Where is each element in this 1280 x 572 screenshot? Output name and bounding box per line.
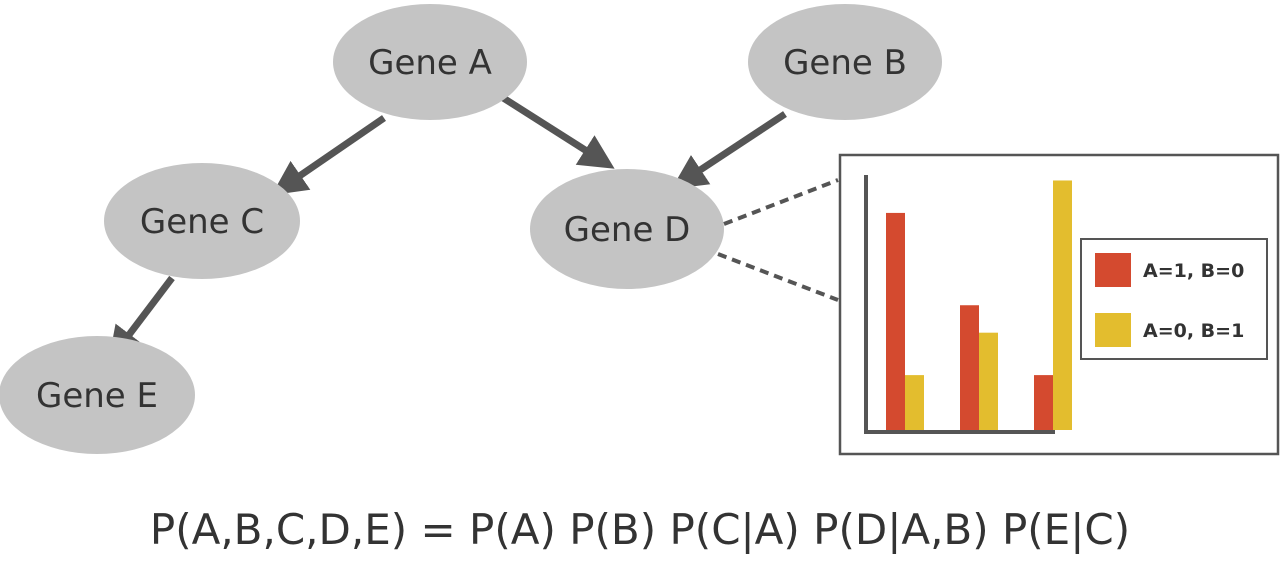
node-label-gene-a: Gene A: [368, 43, 492, 83]
node-label-gene-d: Gene D: [564, 210, 691, 250]
bar-series-1-group-3: [1034, 375, 1053, 430]
edge-a-to-d: [495, 91, 615, 169]
node-label-gene-e: Gene E: [36, 376, 158, 416]
edge-a-to-c: [271, 115, 386, 196]
legend-swatch-series-2: [1095, 313, 1131, 347]
edge-b-to-d: [671, 111, 787, 189]
bar-series-2-group-2: [979, 332, 998, 430]
joint-probability-formula: P(A,B,C,D,E) = P(A) P(B) P(C|A) P(D|A,B)…: [149, 505, 1131, 554]
bar-series-2-group-3: [1053, 180, 1072, 430]
node-gene-c: Gene C: [104, 163, 300, 279]
node-gene-a: Gene A: [333, 4, 527, 120]
conditional-probability-chart: A=1, B=0 A=0, B=1: [838, 153, 1280, 456]
dashed-connector-bottom: [717, 252, 839, 302]
chart-bars: [886, 180, 1072, 430]
node-label-gene-c: Gene C: [140, 202, 264, 242]
bar-series-1-group-1: [886, 212, 905, 430]
node-gene-d: Gene D: [530, 169, 724, 289]
bar-series-1-group-2: [960, 305, 979, 430]
dashed-connector-top: [723, 178, 839, 226]
bar-series-2-group-1: [905, 375, 924, 430]
node-gene-e: Gene E: [0, 336, 195, 454]
node-gene-b: Gene B: [748, 4, 942, 120]
legend-label-series-2: A=0, B=1: [1143, 320, 1244, 342]
node-label-gene-b: Gene B: [783, 43, 907, 83]
legend-label-series-1: A=1, B=0: [1143, 260, 1244, 282]
legend-swatch-series-1: [1095, 253, 1131, 287]
chart-legend: A=1, B=0 A=0, B=1: [1080, 238, 1268, 360]
